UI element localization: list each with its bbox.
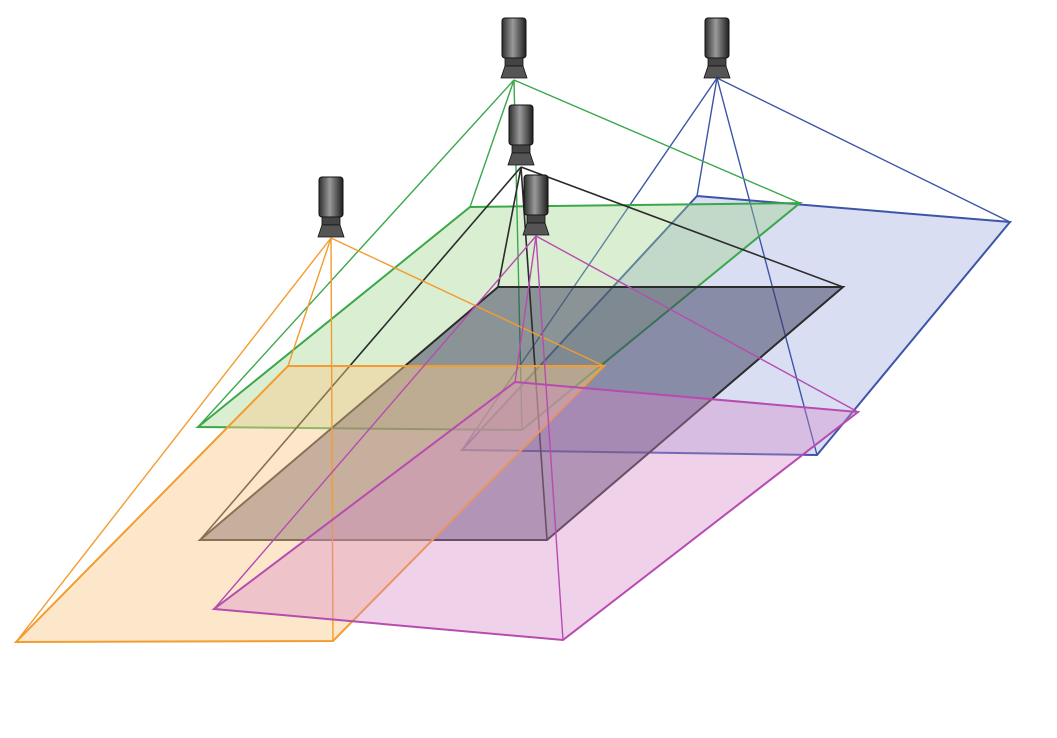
camera-icon: [522, 174, 550, 236]
frustum-magenta: [211, 235, 861, 642]
camera-icon: [500, 17, 528, 79]
frustum-orange: [13, 237, 607, 644]
camera-icon: [507, 104, 535, 166]
camera-icon: [317, 176, 345, 238]
camera-icon: [703, 17, 731, 79]
rays-orange: [15, 237, 605, 643]
rays-magenta: [213, 235, 859, 641]
